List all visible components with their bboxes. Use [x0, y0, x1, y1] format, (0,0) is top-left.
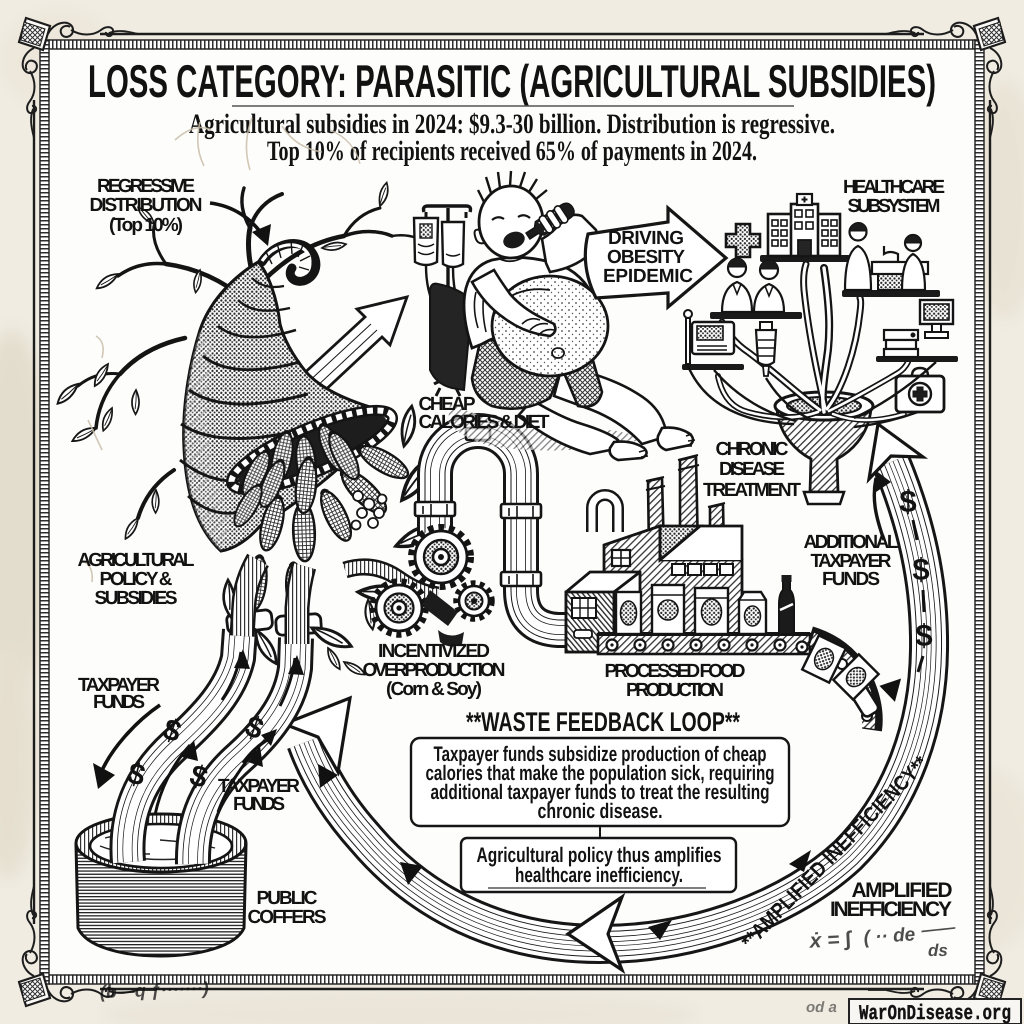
- svg-text:$: $: [912, 552, 929, 587]
- svg-text:FUNDS: FUNDS: [233, 794, 285, 815]
- svg-text:CHRONIC: CHRONIC: [716, 439, 789, 460]
- svg-text:POLICY &: POLICY &: [100, 569, 173, 590]
- svg-text:INCENTIVIZED: INCENTIVIZED: [378, 641, 490, 662]
- svg-text:**WASTE FEEDBACK LOOP**: **WASTE FEEDBACK LOOP**: [466, 707, 740, 737]
- svg-text:CHEAP: CHEAP: [419, 394, 476, 415]
- svg-text:TAXPAYER: TAXPAYER: [218, 776, 300, 797]
- svg-text:TAXPAYER: TAXPAYER: [78, 675, 160, 696]
- svg-text:Taxpayer funds subsidize produ: Taxpayer funds subsidize production of c…: [434, 743, 767, 766]
- svg-text:INEFFICIENCY: INEFFICIENCY: [830, 898, 952, 921]
- svg-text:calories that make the populat: calories that make the population sick, …: [426, 762, 775, 785]
- svg-text:additional taxpayer funds to t: additional taxpayer funds to treat the r…: [431, 781, 770, 804]
- svg-text:(Corn & Soy): (Corn & Soy): [386, 679, 482, 700]
- svg-text:HEALTHCARE: HEALTHCARE: [843, 177, 945, 198]
- svg-text:WarOnDisease.org: WarOnDisease.org: [859, 1003, 1011, 1024]
- svg-text:PUBLIC: PUBLIC: [257, 888, 318, 909]
- svg-text:EPIDEMIC: EPIDEMIC: [603, 266, 693, 287]
- svg-text:——: ——: [919, 917, 957, 940]
- svg-text:REGRESSIVE: REGRESSIVE: [97, 176, 195, 197]
- svg-text:PROCESSED FOOD: PROCESSED FOOD: [605, 661, 746, 682]
- svg-text:od a: od a: [806, 999, 837, 1016]
- svg-text:$: $: [899, 484, 916, 519]
- svg-text:AGRICULTURAL: AGRICULTURAL: [78, 550, 195, 571]
- svg-text:healthcare inefficiency.: healthcare inefficiency.: [515, 864, 683, 887]
- svg-text:AMPLIFIED: AMPLIFIED: [852, 879, 953, 902]
- svg-text:Top 10% of recipients received: Top 10% of recipients received 65% of pa…: [267, 136, 757, 167]
- svg-text:LOSS CATEGORY: PARASITIC (AGRI: LOSS CATEGORY: PARASITIC (AGRICULTURAL S…: [88, 55, 936, 107]
- svg-text:TAXPAYER: TAXPAYER: [811, 551, 892, 572]
- svg-text:COFFERS: COFFERS: [248, 907, 327, 928]
- svg-text:ADDITIONAL: ADDITIONAL: [804, 532, 899, 553]
- svg-text:ẋ = ∫: ẋ = ∫: [808, 928, 854, 953]
- svg-text:CALORIES & DIET: CALORIES & DIET: [419, 412, 550, 433]
- svg-text:$: $: [915, 618, 932, 653]
- svg-text:FUNDS: FUNDS: [93, 692, 145, 713]
- svg-text:ds: ds: [928, 941, 948, 960]
- svg-text:PRODUCTION: PRODUCTION: [626, 680, 724, 701]
- svg-text:chronic disease.: chronic disease.: [538, 800, 663, 823]
- svg-text:SUBSYSTEM: SUBSYSTEM: [848, 196, 941, 217]
- svg-text:(b—q ƒ·······): (b—q ƒ·······): [99, 978, 209, 1002]
- svg-text:DRIVING: DRIVING: [608, 228, 684, 249]
- svg-text:OVERPRODUCTION: OVERPRODUCTION: [363, 660, 506, 681]
- svg-text:TREATMENT: TREATMENT: [703, 480, 801, 501]
- svg-text:FUNDS: FUNDS: [822, 569, 880, 590]
- svg-text:DISTRIBUTION: DISTRIBUTION: [90, 195, 203, 216]
- svg-text:Agricultural policy thus ampli: Agricultural policy thus amplifies: [477, 844, 722, 867]
- svg-text:DISEASE: DISEASE: [719, 459, 785, 480]
- svg-text:Agricultural subsidies in 2024: Agricultural subsidies in 2024: $9.3-30 …: [189, 109, 835, 140]
- svg-text:OBESITY: OBESITY: [607, 247, 685, 268]
- svg-text:SUBSIDIES: SUBSIDIES: [95, 588, 178, 609]
- svg-text:(Top 10%): (Top 10%): [109, 215, 183, 236]
- svg-text:( ·· de: ( ·· de: [863, 924, 916, 949]
